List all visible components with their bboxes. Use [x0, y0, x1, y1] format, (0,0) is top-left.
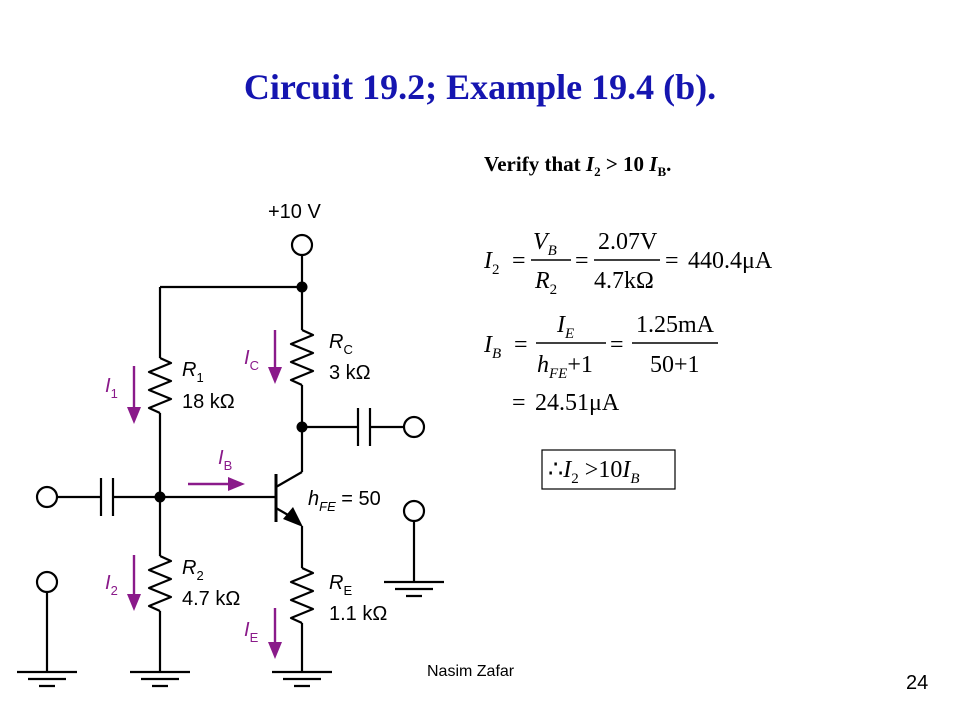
eq1-den1: R2 [534, 268, 557, 298]
junction-dot-base [154, 491, 166, 503]
eq2-lhs: IB [483, 332, 501, 362]
r2-label: R2 [182, 557, 204, 583]
right-ground-terminal [402, 499, 426, 523]
r1-value: 18 kΩ [182, 391, 235, 413]
hfe-label: hFE = 50 [308, 488, 381, 514]
equation-ib: IB = IE hFE+1 = 1.25mA 50+1 = 24.51μA [483, 312, 718, 416]
ground-re [272, 670, 332, 688]
ground-right [384, 580, 444, 598]
ic-arrowhead [268, 367, 282, 384]
output-capacitor [356, 408, 372, 446]
junction-dot-top [296, 281, 308, 293]
slide-title: Circuit 19.2; Example 19.4 (b). [243, 67, 717, 107]
verify-lhs-sub: 2 [594, 164, 601, 180]
eq1-result: 440.4μA [688, 248, 773, 274]
verify-statement: Verify that I2 > 10 IB. [484, 152, 671, 180]
footer-author: Nasim Zafar [427, 663, 515, 680]
svg-text:=: = [514, 332, 528, 358]
eq2-den2: 50+1 [650, 352, 700, 378]
svg-text:=: = [512, 390, 526, 416]
r1-label: R1 [182, 359, 204, 385]
rc-value: 3 kΩ [329, 362, 371, 384]
supply-label: +10 V [268, 201, 321, 223]
i1-arrowhead [127, 407, 141, 424]
junction-dot-collector [296, 421, 308, 433]
svg-text:=: = [665, 248, 679, 274]
output-terminal [402, 415, 426, 439]
eq2-den1: hFE+1 [537, 352, 593, 382]
ib-arrowhead [228, 477, 245, 491]
verify-prefix: Verify that [484, 152, 586, 176]
re-value: 1.1 kΩ [329, 603, 387, 625]
verify-rhs: I [649, 152, 658, 176]
left-ground-terminal [35, 570, 59, 594]
eq2-result: 24.51μA [535, 390, 620, 416]
r2-value: 4.7 kΩ [182, 588, 240, 610]
input-terminal [35, 485, 59, 509]
verify-suffix: . [666, 152, 672, 176]
supply-terminal [290, 233, 314, 257]
svg-text:=: = [575, 248, 589, 274]
i1-label: I1 [105, 375, 118, 401]
verify-middle: > 10 [600, 152, 650, 176]
input-capacitor [99, 478, 115, 516]
svg-text:=: = [512, 248, 526, 274]
re-resistor [289, 566, 315, 625]
ie-arrowhead [268, 642, 282, 659]
emitter-arrow [283, 507, 303, 527]
eq1-den2: 4.7kΩ [594, 268, 654, 294]
ground-left [17, 670, 77, 688]
eq1-num2: 2.07V [598, 229, 658, 255]
ie-label: IE [244, 619, 259, 645]
eq1-num1: VB [533, 229, 557, 259]
r1-resistor [147, 356, 173, 415]
rc-label: RC [329, 331, 353, 357]
i2-label: I2 [105, 572, 118, 598]
eq1-lhs: I2 [483, 248, 500, 278]
ground-r2 [130, 670, 190, 688]
verify-rhs-sub: B [657, 164, 667, 180]
rc-resistor [289, 328, 315, 387]
conclusion-box: ∴I2 >10IB [541, 449, 676, 490]
ic-label: IC [244, 347, 259, 373]
page-number: 24 [906, 672, 929, 694]
conclusion-text: ∴I2 >10IB [548, 457, 640, 487]
r2-resistor [147, 554, 173, 613]
eq2-num2: 1.25mA [636, 312, 715, 338]
verify-lhs: I [585, 152, 595, 176]
re-label: RE [329, 572, 352, 598]
equation-i2: I2 = VB R2 = 2.07V 4.7kΩ = 440.4μA [483, 229, 773, 298]
svg-text:=: = [610, 332, 624, 358]
i2-arrowhead [127, 594, 141, 611]
ib-label: IB [218, 447, 232, 473]
eq2-num1: IE [556, 312, 574, 342]
